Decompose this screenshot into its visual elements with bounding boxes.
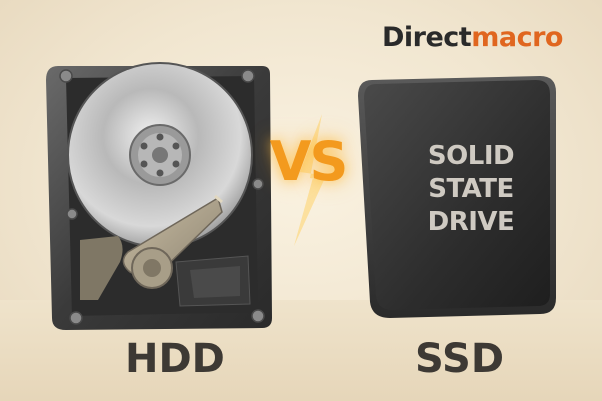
ssd-text-line-1: SOLID — [427, 141, 515, 171]
brand-logo: Directmacro — [382, 22, 588, 53]
brand-logo-part-2: macro — [471, 22, 563, 53]
ssd-text-line-2: STATE — [428, 174, 514, 204]
vs-text: VS — [269, 130, 349, 193]
lightning-spark-icon — [294, 114, 324, 246]
brand-logo-part-1: Direct — [382, 22, 472, 53]
ssd-printed-text: SOLID STATE DRIVE — [410, 140, 532, 239]
ssd-label: SSD — [415, 336, 505, 382]
hdd-label: HDD — [125, 336, 225, 382]
ssd-text-line-3: DRIVE — [427, 207, 515, 237]
